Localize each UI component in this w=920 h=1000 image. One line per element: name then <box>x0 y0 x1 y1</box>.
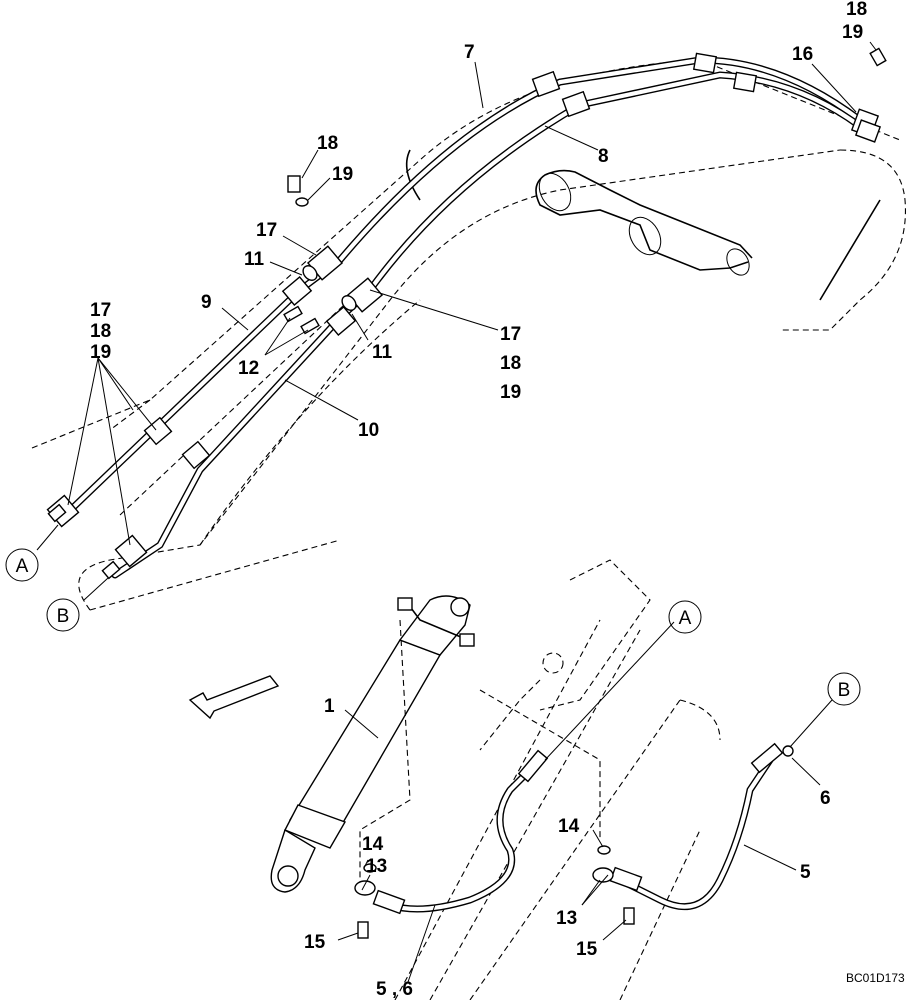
arm-outline <box>359 559 721 1000</box>
circle-ref-a-upper: A <box>5 548 39 582</box>
label-part-16: 16 <box>792 44 813 65</box>
label-part-13: 13 <box>366 856 387 877</box>
boom-cylinder <box>405 149 881 301</box>
label-part-1: 1 <box>324 696 335 717</box>
label-part-18: 18 <box>846 0 867 20</box>
pipe-clamps <box>46 47 887 580</box>
label-part-12: 12 <box>238 358 259 379</box>
label-part-17: 17 <box>500 324 521 345</box>
svg-text:A: A <box>16 556 29 577</box>
boom-outline <box>31 59 907 611</box>
arm-cylinder <box>270 595 475 893</box>
label-part-15: 15 <box>304 932 326 953</box>
label-part-6: 6 <box>820 788 831 809</box>
flange-joints <box>281 175 384 336</box>
label-part-19: 19 <box>90 342 111 363</box>
label-part-13: 13 <box>556 908 577 929</box>
mounting-bolts <box>357 907 635 939</box>
label-part-15: 15 <box>576 939 598 960</box>
svg-text:B: B <box>57 606 70 627</box>
label-part-18: 18 <box>317 133 338 154</box>
pipe-7 <box>56 56 864 524</box>
label-part-14: 14 <box>558 816 580 837</box>
label-part-19: 19 <box>500 382 521 403</box>
pipe-8 <box>111 71 869 579</box>
label-part-19: 19 <box>842 22 863 43</box>
front-direction-arrow-icon <box>188 675 280 720</box>
label-part-17: 17 <box>90 300 111 321</box>
label-part-11: 11 <box>244 249 265 270</box>
circle-ref-a-lower: A <box>668 600 702 634</box>
leader-lines <box>36 41 877 983</box>
label-part-9: 9 <box>201 292 212 313</box>
hose-5-right <box>592 742 794 911</box>
label-part-18: 18 <box>500 353 521 374</box>
label-part-17: 17 <box>256 220 277 241</box>
label-part-19: 19 <box>332 164 353 185</box>
label-part-11: 11 <box>372 342 393 363</box>
svg-text:A: A <box>679 608 692 629</box>
label-part-5: 5 <box>800 862 811 883</box>
svg-text:B: B <box>838 680 851 701</box>
drawing-code: BC01D173 <box>846 971 905 985</box>
circle-ref-b-upper: B <box>46 598 80 632</box>
label-part-14: 14 <box>362 834 384 855</box>
label-part-5-6: 5 , 6 <box>376 979 413 1000</box>
circle-ref-b-lower: B <box>827 672 861 706</box>
part-labels: 18 19 16 7 8 18 19 17 11 9 12 11 17 18 1… <box>90 0 867 1000</box>
label-part-18: 18 <box>90 321 111 342</box>
label-part-8: 8 <box>598 146 609 167</box>
hose-5-left <box>354 749 549 915</box>
label-part-10: 10 <box>358 420 379 441</box>
label-part-7: 7 <box>464 42 475 63</box>
